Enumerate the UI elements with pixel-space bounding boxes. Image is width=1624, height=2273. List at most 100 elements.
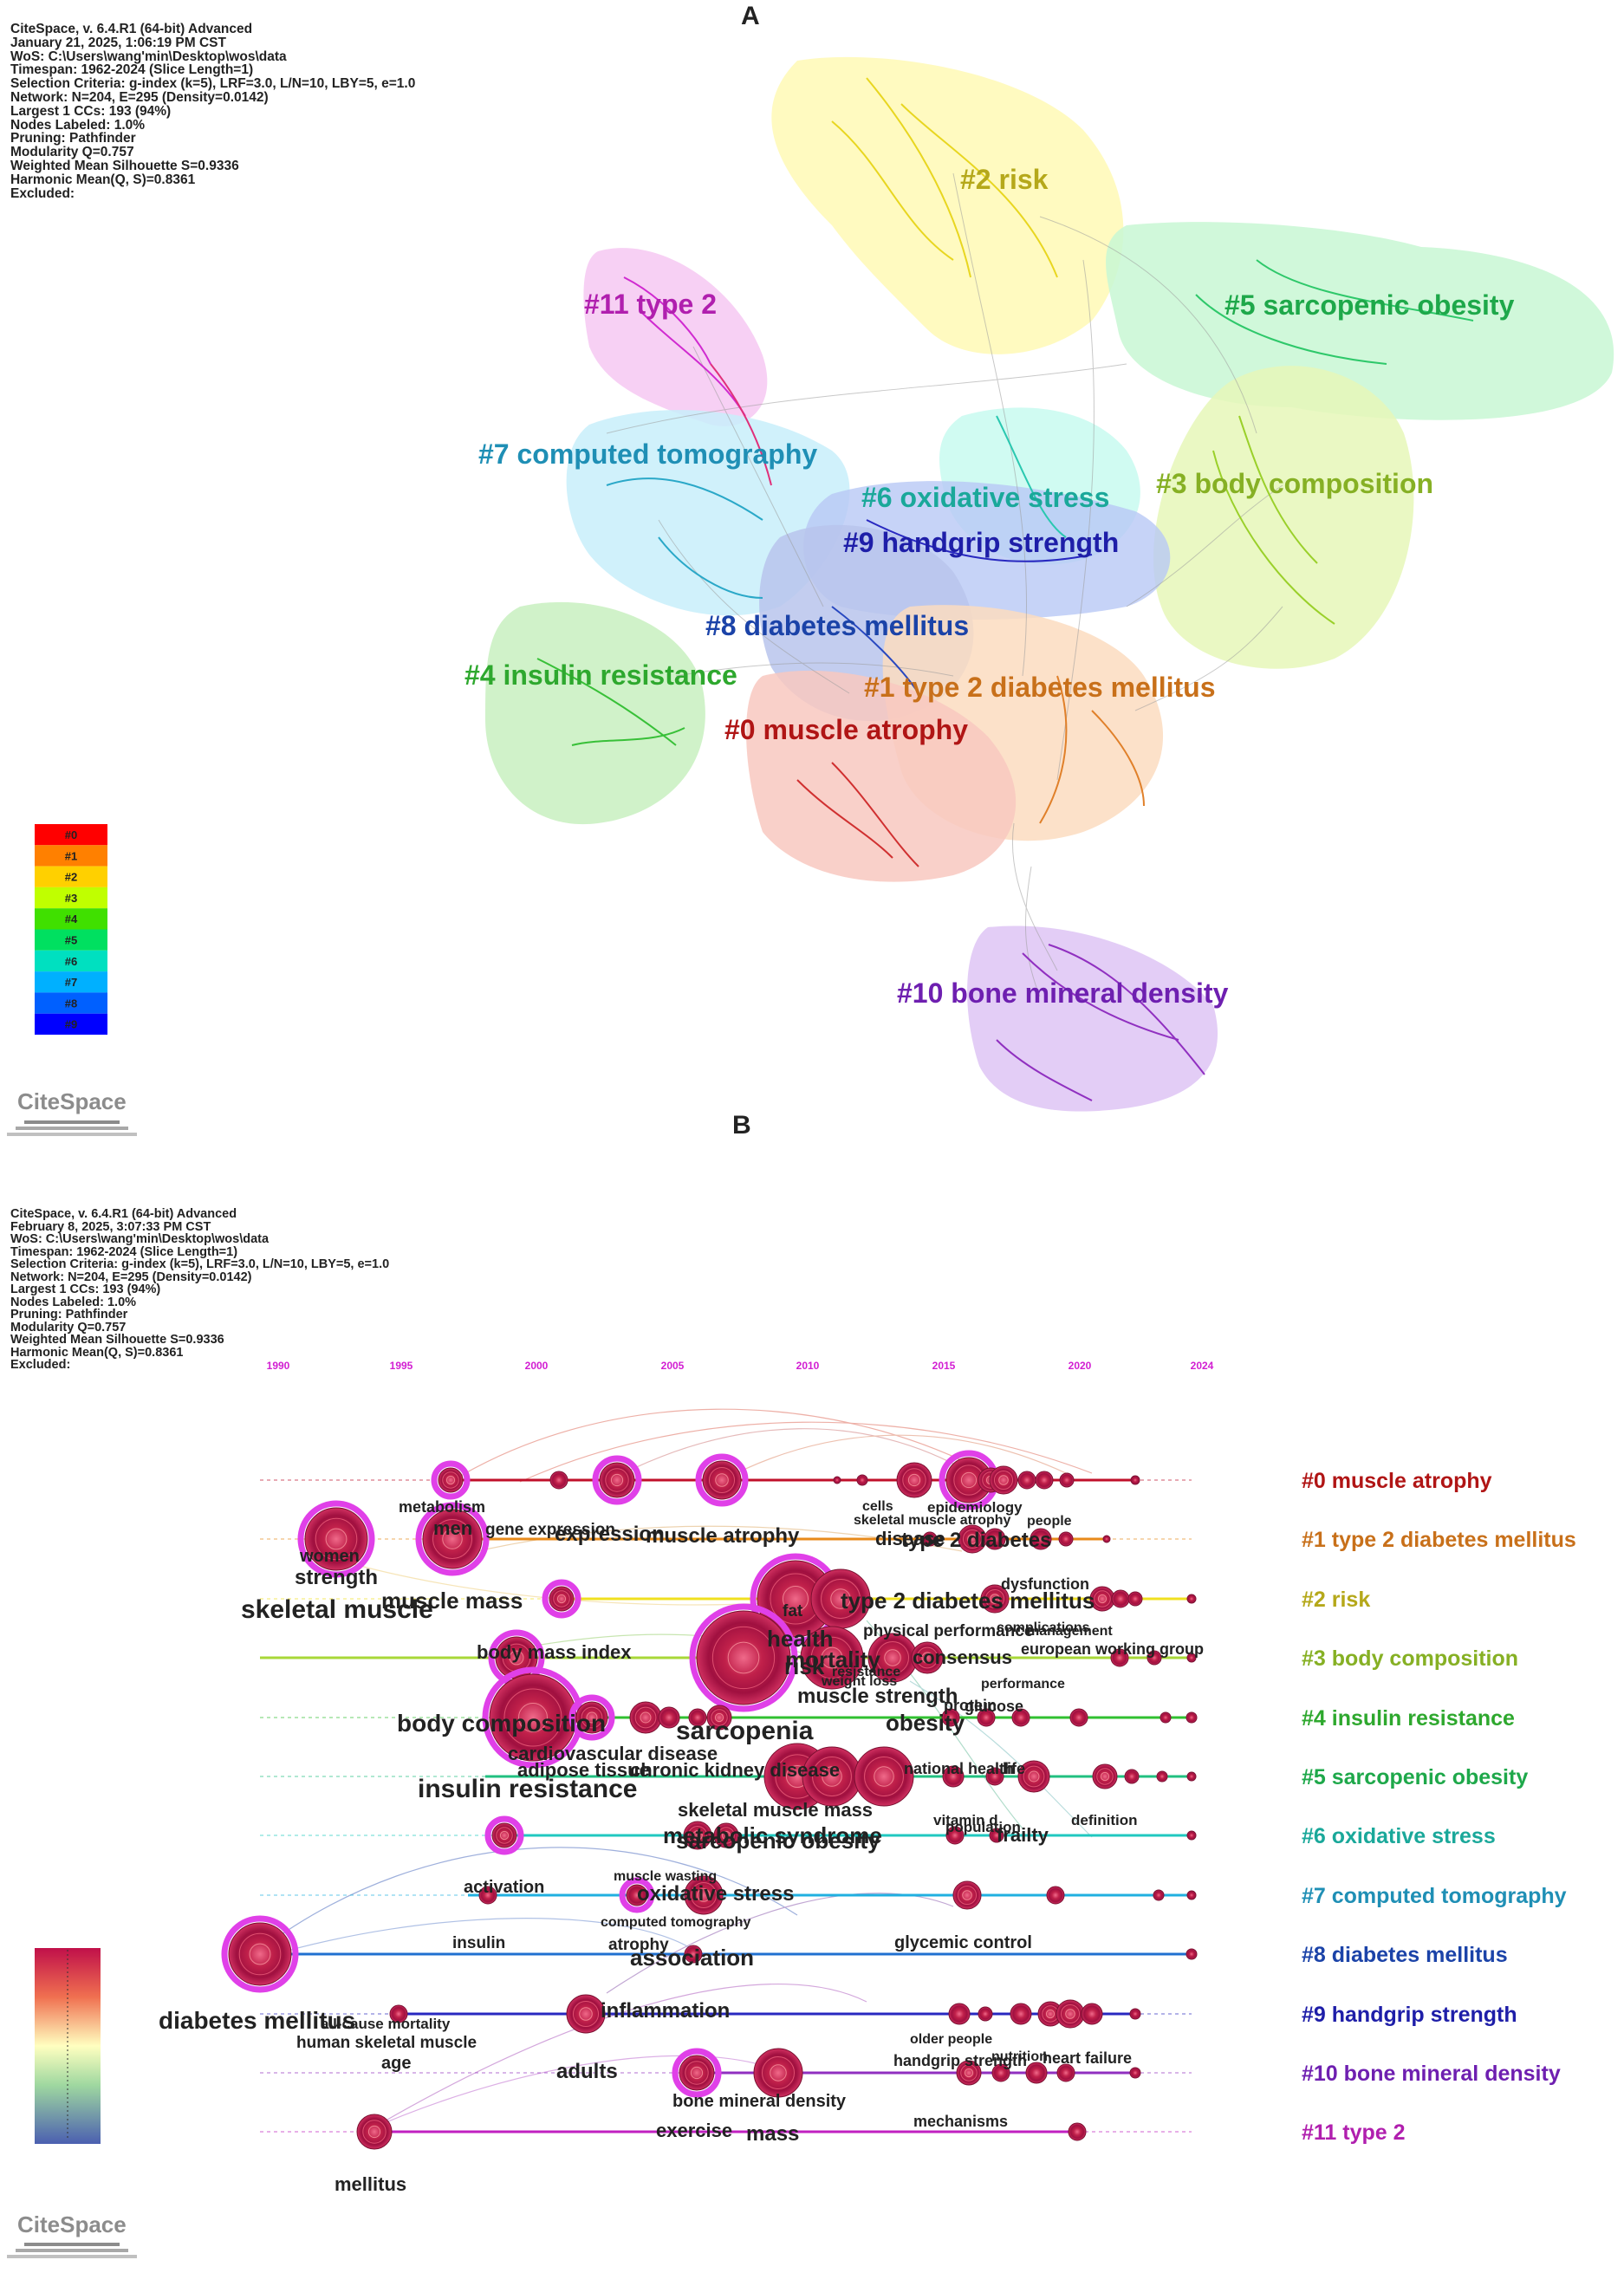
keyword-label: computed tomography bbox=[601, 1915, 750, 1930]
keyword-label: vitamin d bbox=[933, 1812, 998, 1828]
cluster-label-0: #0 muscle atrophy bbox=[724, 714, 968, 745]
keyword-label: mortality bbox=[785, 1646, 880, 1672]
legend-label: #3 bbox=[65, 892, 77, 905]
keyword-node bbox=[684, 1875, 724, 1915]
metadata-line: Selection Criteria: g-index (k=5), LRF=3… bbox=[10, 76, 416, 92]
cluster-area-0 bbox=[746, 670, 1017, 882]
keyword-node bbox=[989, 1828, 1004, 1843]
legend-label: #7 bbox=[65, 976, 77, 989]
keyword-label: skeletal muscle atrophy bbox=[854, 1513, 1011, 1528]
keyword-label: health bbox=[767, 1626, 834, 1652]
legend-label: #1 bbox=[65, 849, 77, 862]
keyword-node bbox=[854, 1746, 914, 1807]
keyword-label: glucose bbox=[965, 1698, 1023, 1715]
keyword-label: age bbox=[381, 2054, 411, 2073]
keyword-label: frailty bbox=[997, 1824, 1049, 1846]
keyword-node bbox=[478, 1886, 497, 1905]
keyword-node bbox=[1130, 1475, 1140, 1485]
keyword-node bbox=[1147, 1650, 1162, 1666]
keyword-label: protein bbox=[944, 1697, 997, 1714]
keyword-label: handgrip strength bbox=[893, 2052, 1027, 2069]
keyword-label: management bbox=[1027, 1624, 1113, 1639]
metadata-line: CiteSpace, v. 6.4.R1 (64-bit) Advanced bbox=[10, 1207, 237, 1221]
metadata-line: Nodes Labeled: 1.0% bbox=[10, 1295, 137, 1309]
keyword-node bbox=[1092, 1763, 1118, 1789]
citespace-logo-b: CiteSpace bbox=[17, 2211, 127, 2238]
keyword-label: activation bbox=[464, 1878, 544, 1897]
legend-label: #4 bbox=[65, 912, 78, 925]
keyword-label: cells bbox=[862, 1499, 893, 1514]
keyword-node bbox=[1186, 1594, 1197, 1604]
metadata-line: February 8, 2025, 3:07:33 PM CST bbox=[10, 1219, 211, 1234]
legend-swatch bbox=[35, 886, 107, 909]
keyword-node bbox=[1017, 1760, 1050, 1793]
cluster-label-11: #11 type 2 bbox=[584, 289, 717, 320]
keyword-label: type 2 diabetes bbox=[901, 1529, 1051, 1552]
citespace-logo-text: CiteSpace bbox=[17, 2211, 127, 2237]
keyword-node bbox=[629, 1701, 662, 1734]
keyword-label: exercise bbox=[656, 2120, 732, 2141]
keyword-node bbox=[1035, 1471, 1054, 1490]
keyword-node bbox=[549, 1471, 568, 1490]
keyword-node bbox=[800, 1626, 864, 1690]
keyword-node bbox=[1102, 1535, 1111, 1543]
keyword-label: obesity bbox=[886, 1710, 965, 1736]
keyword-label: diabetes mellitus bbox=[159, 2007, 355, 2034]
keyword-label: heart failure bbox=[1043, 2049, 1132, 2067]
keyword-label: european working group bbox=[1021, 1640, 1204, 1658]
year-tick: 2020 bbox=[1069, 1360, 1092, 1372]
keyword-node bbox=[1156, 1770, 1168, 1783]
keyword-label: consensus bbox=[913, 1646, 1012, 1668]
keyword-node bbox=[683, 1821, 712, 1850]
keyword-label: metabolism bbox=[399, 1498, 485, 1516]
cluster-area-11 bbox=[583, 248, 768, 426]
cluster-label-10: #10 bone mineral density bbox=[897, 977, 1229, 1009]
keyword-label: atrophy bbox=[608, 1936, 669, 1954]
legend-swatch bbox=[35, 1013, 107, 1035]
keyword-node bbox=[1129, 2008, 1141, 2020]
keyword-node bbox=[896, 1462, 932, 1498]
keyword-node bbox=[1037, 2001, 1063, 2027]
keyword-node bbox=[1186, 1771, 1197, 1782]
keyword-node bbox=[356, 2114, 393, 2150]
keyword-node bbox=[1056, 1999, 1085, 2029]
legend-label: #9 bbox=[65, 1018, 77, 1031]
keyword-label: life bbox=[1003, 1760, 1025, 1777]
year-tick: 2010 bbox=[796, 1360, 820, 1372]
row-label: #11 type 2 bbox=[1302, 2120, 1406, 2145]
keyword-node bbox=[1030, 1528, 1052, 1550]
keyword-node bbox=[978, 2006, 993, 2022]
cluster-label-8: #8 diabetes mellitus bbox=[705, 610, 969, 641]
keyword-label: inflammation bbox=[601, 1999, 730, 2023]
keyword-label: adipose tissue bbox=[517, 1759, 650, 1781]
keyword-node bbox=[672, 2048, 722, 2098]
keyword-node bbox=[713, 1822, 739, 1848]
cluster-area-5 bbox=[1106, 222, 1614, 420]
keyword-node bbox=[297, 1500, 375, 1578]
keyword-label: cardiovascular disease bbox=[508, 1743, 718, 1764]
metadata-line: Harmonic Mean(Q, S)=0.8361 bbox=[10, 1345, 184, 1360]
keyword-label: glycemic control bbox=[894, 1933, 1032, 1952]
metadata-line: CiteSpace, v. 6.4.R1 (64-bit) Advanced bbox=[10, 22, 253, 36]
keyword-label: women bbox=[299, 1547, 360, 1566]
keyword-node bbox=[1186, 1711, 1198, 1724]
keyword-node bbox=[688, 1708, 707, 1727]
legend-label: #0 bbox=[65, 828, 77, 841]
keyword-label: body composition bbox=[397, 1710, 606, 1737]
keyword-node bbox=[568, 1694, 615, 1741]
keyword-label: insulin resistance bbox=[418, 1775, 637, 1803]
keyword-node bbox=[484, 1815, 524, 1855]
keyword-node bbox=[945, 1826, 965, 1845]
keyword-label: oxidative stress bbox=[637, 1882, 794, 1906]
year-tick: 2005 bbox=[661, 1360, 685, 1372]
keyword-node bbox=[542, 1579, 581, 1619]
metadata-line: Network: N=204, E=295 (Density=0.0142) bbox=[10, 1270, 252, 1284]
metadata-line: Nodes Labeled: 1.0% bbox=[10, 117, 146, 133]
keyword-node bbox=[706, 1705, 732, 1731]
keyword-label: population bbox=[945, 1819, 1021, 1835]
keyword-label: epidemiology bbox=[927, 1499, 1023, 1516]
keyword-node bbox=[695, 1453, 749, 1507]
keyword-node bbox=[566, 1994, 606, 2034]
